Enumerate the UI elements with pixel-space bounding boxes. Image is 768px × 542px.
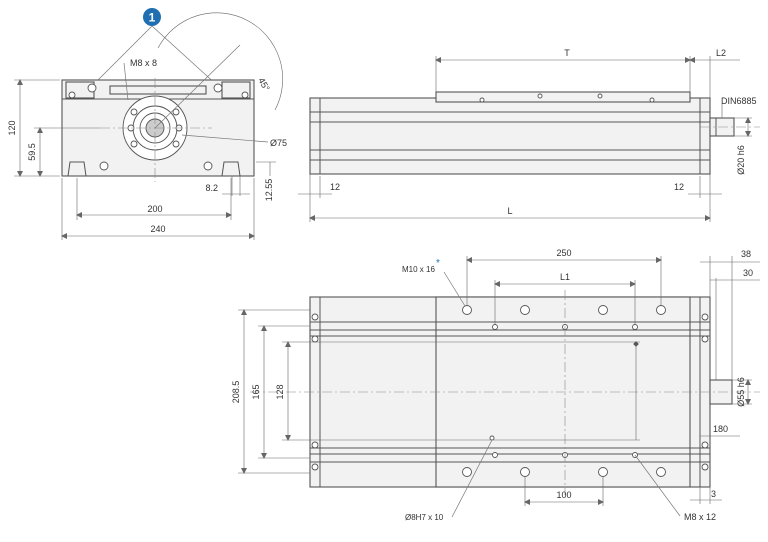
angle-label: 45° — [256, 76, 272, 93]
overall-width-label: 208.5 — [231, 381, 241, 404]
top-view: M10 x 16 * 250 L1 38 30 208.5 165 — [231, 248, 760, 522]
slot-height-label: 12.55 — [264, 179, 274, 202]
carriage-label: 180 — [713, 424, 728, 434]
thread-depth-label: M10 x 16 — [402, 265, 435, 274]
flange-diameter-label: Ø75 — [270, 138, 287, 148]
key-length-label: 30 — [743, 268, 753, 278]
side-carriage — [435, 91, 691, 103]
length-label: L — [507, 206, 512, 216]
dowel-hole-label: Ø8H7 x 10 — [405, 513, 444, 522]
key-standard-label: DIN6885 — [721, 96, 757, 106]
l2-label: L2 — [716, 48, 726, 58]
l1-label: L1 — [560, 272, 570, 282]
end-offset-label: 3 — [711, 489, 716, 499]
axis-height-label: 59.5 — [27, 143, 37, 161]
side-view: T L2 DIN6885 Ø20 h6 12 12 L — [298, 48, 760, 222]
end-right-label: 12 — [674, 182, 684, 192]
pin-spacing-label: 100 — [556, 490, 571, 500]
rail-spacing-label: 165 — [251, 384, 261, 399]
height-label: 120 — [7, 120, 17, 135]
width-label: 240 — [150, 224, 165, 234]
shaft-length-label: 38 — [741, 249, 751, 259]
callout-badge: 1 — [143, 8, 161, 26]
hole-spacing-label: 250 — [556, 248, 571, 258]
flange-fit-label: Ø55 h6 — [736, 377, 746, 407]
inner-spacing-label: 128 — [275, 384, 285, 399]
slot-offset-label: 8.2 — [205, 183, 218, 193]
shaft-diameter-label: Ø20 h6 — [736, 145, 746, 175]
side-body — [309, 97, 711, 175]
slot-spacing-label: 200 — [147, 204, 162, 214]
travel-label: T — [564, 48, 570, 58]
front-view: 1 45° — [7, 8, 287, 240]
end-left-label: 12 — [330, 182, 340, 192]
note-asterisk: * — [436, 258, 440, 269]
screw-thread-label: M8 x 12 — [684, 512, 716, 522]
callout-number: 1 — [149, 11, 156, 25]
m8-thread-label: M8 x 8 — [130, 58, 157, 68]
